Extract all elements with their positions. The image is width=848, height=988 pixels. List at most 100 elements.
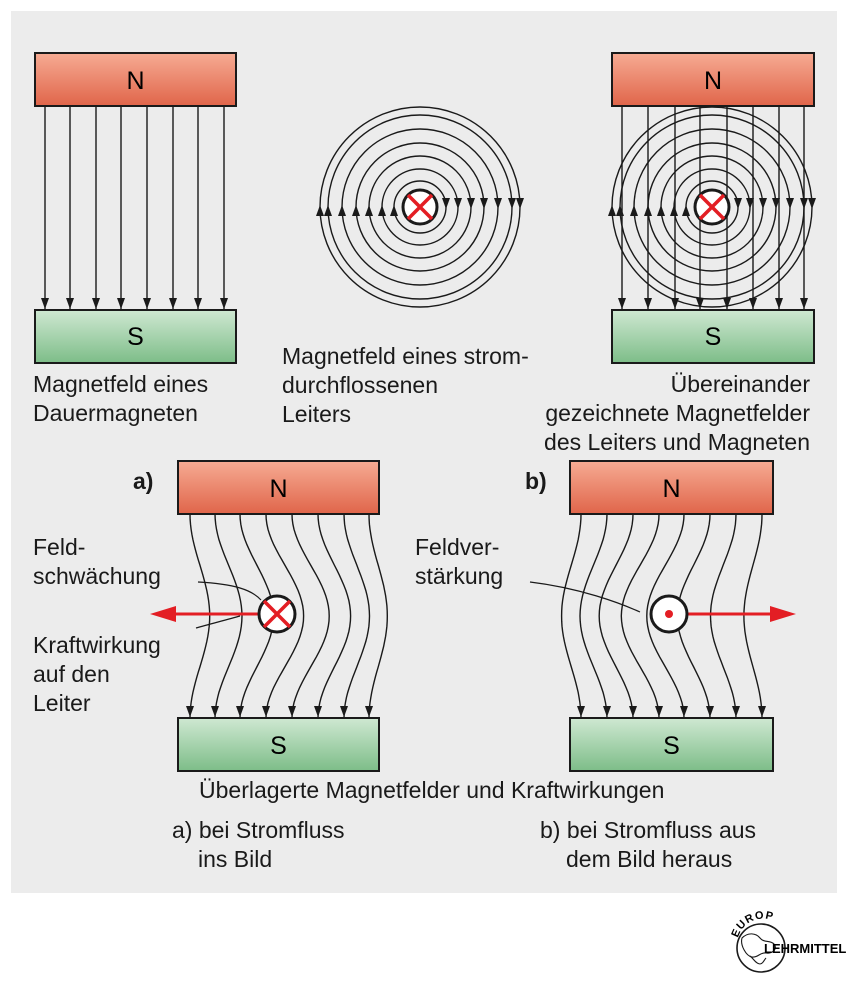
field-arrowhead xyxy=(723,298,731,309)
field-arrowheads xyxy=(41,198,816,717)
south-label: S xyxy=(663,732,680,760)
force-arrow-left-icon xyxy=(150,606,260,622)
label-line: Feld- xyxy=(33,534,86,560)
magnet-3-north-pole: N xyxy=(611,52,815,107)
field-arrowhead xyxy=(41,298,49,309)
label-b: b) xyxy=(525,468,547,494)
field-line xyxy=(709,513,737,719)
north-label: N xyxy=(662,475,680,503)
field-arrowhead xyxy=(758,706,766,717)
field-arrowhead xyxy=(808,198,816,209)
field-arrowhead xyxy=(186,706,194,717)
label-feldschwaechung: Feld-schwächung xyxy=(33,533,161,591)
field-arrowhead xyxy=(775,298,783,309)
caption-line: b) bei Stromfluss aus xyxy=(540,817,757,843)
caption-line: a) bei Stromfluss xyxy=(172,817,345,843)
conductor-current-out-of-page-icon xyxy=(649,594,689,634)
field-arrowhead xyxy=(467,198,475,209)
field-line xyxy=(343,513,371,719)
field-arrowhead xyxy=(616,205,624,216)
field-arrowhead xyxy=(236,706,244,717)
field-line xyxy=(579,513,608,719)
field-line xyxy=(189,513,211,719)
field-arrowhead xyxy=(454,198,462,209)
label-a: a) xyxy=(133,468,154,494)
field-arrowhead xyxy=(644,205,652,216)
magnet-3-south-pole: S xyxy=(611,309,815,364)
field-arrowhead xyxy=(629,706,637,717)
caption-line: gezeichnete Magnetfelder xyxy=(545,400,810,426)
field-arrowhead xyxy=(390,205,398,216)
field-arrowhead xyxy=(670,205,678,216)
field-arrowhead xyxy=(442,198,450,209)
field-arrowhead xyxy=(262,706,270,717)
field-arrowhead xyxy=(800,298,808,309)
field-line xyxy=(598,513,634,719)
caption-line: ins Bild xyxy=(198,846,273,872)
field-arrowhead xyxy=(516,198,524,209)
force-arrow-right-icon xyxy=(688,606,796,622)
field-arrowhead xyxy=(494,198,502,209)
field-arrowhead xyxy=(746,198,754,209)
magnet-a-south-pole: S xyxy=(177,717,380,772)
field-arrowhead xyxy=(734,198,742,209)
bottom-title: Überlagerte Magnetfelder und Kraftwirkun… xyxy=(199,777,665,803)
field-arrowhead xyxy=(749,298,757,309)
field-arrowhead xyxy=(706,706,714,717)
field-line xyxy=(265,513,305,719)
field-arrowhead xyxy=(800,198,808,209)
label-line: Leiter xyxy=(33,690,91,716)
field-arrowhead xyxy=(314,706,322,717)
field-arrowhead xyxy=(618,298,626,309)
field-arrowhead xyxy=(340,706,348,717)
field-line xyxy=(317,513,352,719)
field-arrowhead xyxy=(480,198,488,209)
magnet-1-south-pole: S xyxy=(34,309,237,364)
field-arrowhead xyxy=(508,198,516,209)
field-arrowhead xyxy=(772,198,780,209)
caption-a: a) bei Stromfluss ins Bild xyxy=(172,816,345,874)
field-arrowhead xyxy=(211,706,219,717)
caption-line: des Leiters und Magneten xyxy=(544,429,810,455)
magnet-b-south-pole: S xyxy=(569,717,774,772)
field-arrowhead xyxy=(220,298,228,309)
field-arrowhead xyxy=(680,706,688,717)
field-arrowhead xyxy=(316,205,324,216)
field-arrowhead xyxy=(608,205,616,216)
field-arrowhead xyxy=(759,198,767,209)
caption-line: durchflossenen xyxy=(282,372,438,398)
field-arrowhead xyxy=(117,298,125,309)
field-line xyxy=(743,513,763,719)
conductor-current-into-page-icon xyxy=(257,594,297,634)
north-label: N xyxy=(269,475,287,503)
caption-superimposed: Übereinander gezeichnete Magnetfelder des … xyxy=(544,370,810,457)
conductor-current-into-page-icon xyxy=(401,188,439,226)
logo-side-text: LEHRMITTEL xyxy=(764,941,846,956)
field-arrowhead xyxy=(786,198,794,209)
field-line xyxy=(620,513,660,719)
north-label: N xyxy=(126,67,144,95)
magnet-a-north-pole: N xyxy=(177,460,380,515)
field-line xyxy=(368,513,389,719)
field-arrowhead xyxy=(324,205,332,216)
field-line xyxy=(646,513,685,719)
conductor-current-into-page-icon xyxy=(693,188,731,226)
caption-line: Übereinander xyxy=(670,371,810,397)
field-line xyxy=(214,513,243,719)
field-arrowhead xyxy=(143,298,151,309)
label-line: Feldver- xyxy=(415,534,500,560)
label-line: auf den xyxy=(33,661,110,687)
field-arrowhead xyxy=(644,298,652,309)
label-feldverstaerkung: Feldver-stärkung xyxy=(415,533,503,591)
field-arrowhead xyxy=(365,706,373,717)
field-arrowhead xyxy=(696,298,704,309)
label-line: Kraftwirkung xyxy=(33,632,161,658)
field-arrowhead xyxy=(92,298,100,309)
magnet-1-north-pole: N xyxy=(34,52,237,107)
field-arrowhead xyxy=(365,205,373,216)
field-arrowhead xyxy=(603,706,611,717)
caption-line: Dauermagneten xyxy=(33,400,198,426)
label-line: stärkung xyxy=(415,563,504,589)
